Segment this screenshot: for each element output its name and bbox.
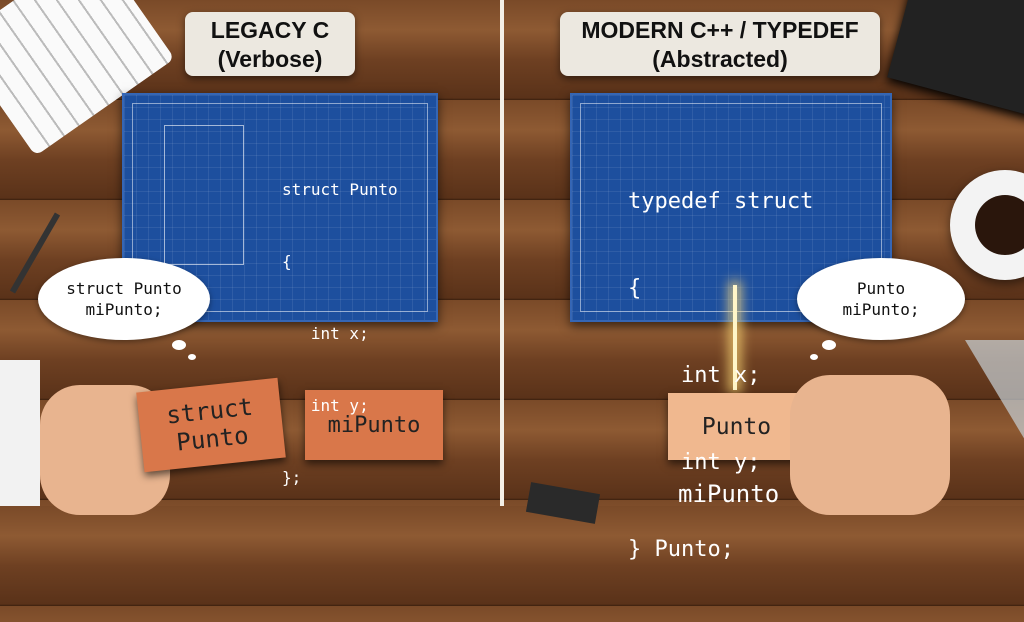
code-line: { — [282, 252, 292, 271]
brick-punto: Punto — [668, 393, 805, 460]
right-subtitle: (Abstracted) — [652, 46, 788, 72]
blueprint-frame — [580, 103, 882, 312]
bubble-dot — [822, 340, 836, 350]
bubble-dot — [172, 340, 186, 350]
code-line: } Punto; — [628, 537, 734, 562]
code-line: struct Punto — [282, 180, 398, 199]
code-card — [887, 0, 1024, 119]
left-code: struct Punto { int x; int y; }; — [282, 130, 398, 538]
code-line: int y; — [628, 450, 761, 475]
code-line: int x; — [628, 363, 761, 388]
brick-struct-punto: struct Punto — [136, 377, 286, 473]
right-title: MODERN C++ / TYPEDEF — [581, 17, 859, 43]
bubble-line: miPunto; — [842, 300, 920, 319]
bubble-dot — [810, 354, 818, 360]
brick-text: miPunto — [327, 412, 421, 438]
blueprint-frame — [132, 103, 428, 312]
bubble-dot — [188, 354, 196, 360]
brick-text: Punto — [701, 413, 772, 440]
blueprint-drawing — [164, 125, 244, 265]
left-title-card: LEGACY C (Verbose) — [185, 12, 355, 76]
right-thought-bubble: Punto miPunto; — [797, 258, 965, 340]
brick-mipunto: miPunto — [305, 390, 443, 460]
right-hand — [790, 375, 950, 515]
left-blueprint: struct Punto { int x; int y; }; — [122, 93, 438, 487]
coffee-cup — [950, 170, 1024, 280]
triangle-ruler — [965, 340, 1024, 440]
divider — [500, 0, 504, 506]
right-code: typedef struct { int x; int y; } Punto; — [628, 129, 813, 622]
paper-sketch — [0, 360, 40, 506]
bubble-line: struct Punto — [66, 279, 182, 298]
code-line: typedef struct — [628, 189, 814, 214]
code-line: { — [628, 276, 642, 301]
mipunto-label: miPunto — [678, 480, 780, 508]
glow-beam — [733, 285, 737, 390]
code-line: }; — [282, 468, 302, 487]
left-thought-bubble: struct Punto miPunto; — [38, 258, 210, 340]
bubble-line: Punto — [856, 279, 906, 298]
typedef-card — [525, 482, 601, 524]
bubble-line: miPunto; — [85, 300, 163, 319]
left-title: LEGACY C — [210, 17, 330, 43]
left-subtitle: (Verbose) — [217, 46, 323, 72]
code-line: int x; — [282, 324, 369, 343]
right-title-card: MODERN C++ / TYPEDEF (Abstracted) — [560, 12, 880, 76]
code-line: int y; — [282, 396, 369, 415]
